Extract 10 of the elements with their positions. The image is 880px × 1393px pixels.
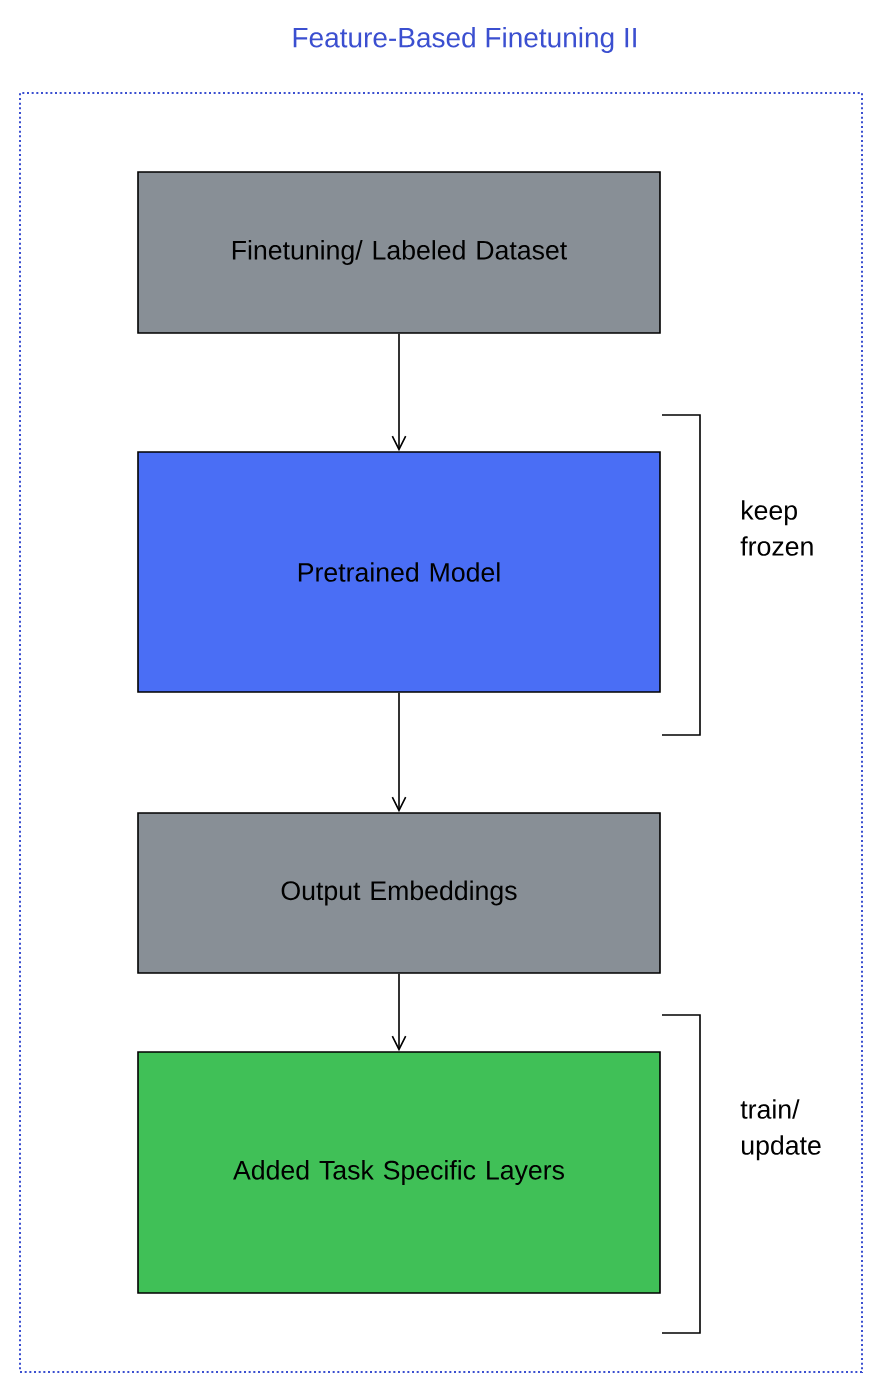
process-box: Output Embeddings [137,812,661,974]
arrow [391,973,407,1052]
process-box: Pretrained Model [137,451,661,693]
process-box: Finetuning/ Labeled Dataset [137,171,661,334]
bracket-label: train/ update [740,1099,821,1161]
title: Feature-Based Finetuning II [293,26,636,54]
process-box: Added Task Specific Layers [137,1051,661,1294]
arrow [391,692,407,813]
arrow [391,333,407,452]
bracket-label: keep frozen [740,500,813,556]
